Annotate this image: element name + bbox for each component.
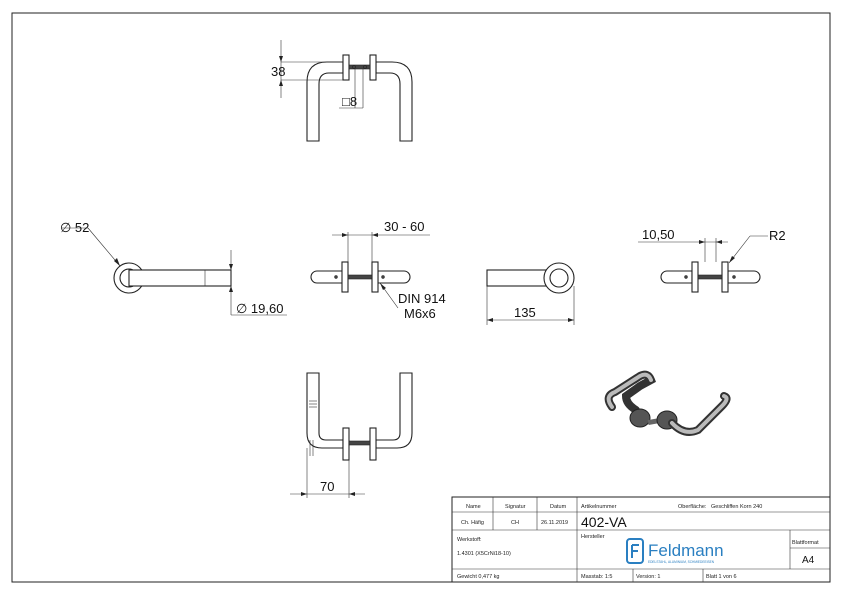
tb-name-value: Ch. Häfig	[461, 520, 484, 526]
tb-sheet: Blatt 1 von 6	[706, 574, 737, 580]
logo-text: Feldmann	[648, 541, 724, 560]
tb-name-label: Name	[466, 504, 481, 510]
sheet-border	[11, 12, 831, 583]
isometric-view	[604, 370, 731, 436]
tb-signature-label: Signatur	[505, 504, 526, 510]
dim-screw-standard: DIN 914	[398, 291, 446, 306]
dim-offset: 10,50	[642, 227, 675, 242]
tb-article-label: Artikelnummer	[581, 504, 617, 510]
feldmann-logo: Feldmann EDELSTAHL, ALUMINIUM, SCHMIEDEE…	[626, 538, 724, 564]
tb-format-value: A4	[802, 555, 815, 566]
logo-tagline: EDELSTAHL, ALUMINIUM, SCHMIEDEEISEN	[648, 560, 715, 564]
dim-radius: R2	[769, 228, 786, 243]
dim-screw-size: M6x6	[404, 306, 436, 321]
tb-material-label: Werkstoff:	[457, 537, 482, 543]
dim-diameter-lever: ∅ 19,60	[236, 301, 283, 316]
tb-surface-value: Geschliffen Korn 240	[711, 504, 762, 510]
front-view: 70	[290, 372, 413, 498]
tb-article-value: 402-VA	[581, 514, 627, 530]
tb-weight: Gewicht 0,477 kg	[457, 574, 500, 580]
tb-scale: Masstab: 1:5	[581, 574, 613, 580]
tb-date-label: Datum	[550, 504, 567, 510]
tb-manufacturer-label: Hersteller	[581, 534, 605, 540]
dim-door-thickness: 30 - 60	[384, 219, 424, 234]
tb-surface-label: Oberfläche:	[678, 504, 707, 510]
dim-top-height: 38	[271, 64, 285, 79]
tb-format-label: Blattformat	[792, 540, 819, 546]
left-side-view: ∅ 52 ∅ 19,60	[60, 220, 287, 316]
dim-bottom-width: 70	[320, 479, 334, 494]
offset-view: 10,50 R2	[638, 227, 786, 293]
length-view: 135	[486, 262, 575, 325]
dim-diameter-rose: ∅ 52	[60, 220, 89, 235]
tb-version: Version: 1	[636, 574, 660, 580]
top-view: 38 □8	[271, 40, 413, 142]
tb-signature-value: CH	[511, 520, 519, 526]
centre-side-view: 30 - 60 DIN 914 M6x6	[310, 219, 446, 321]
title-block: Name Signatur Datum Ch. Häfig CH 26.11.2…	[451, 496, 831, 583]
dim-square: □8	[342, 94, 357, 109]
tb-material-value: 1.4301 (X5CrNi18-10)	[457, 551, 511, 557]
dim-length: 135	[514, 305, 536, 320]
tb-date-value: 26.11.2019	[541, 520, 568, 526]
